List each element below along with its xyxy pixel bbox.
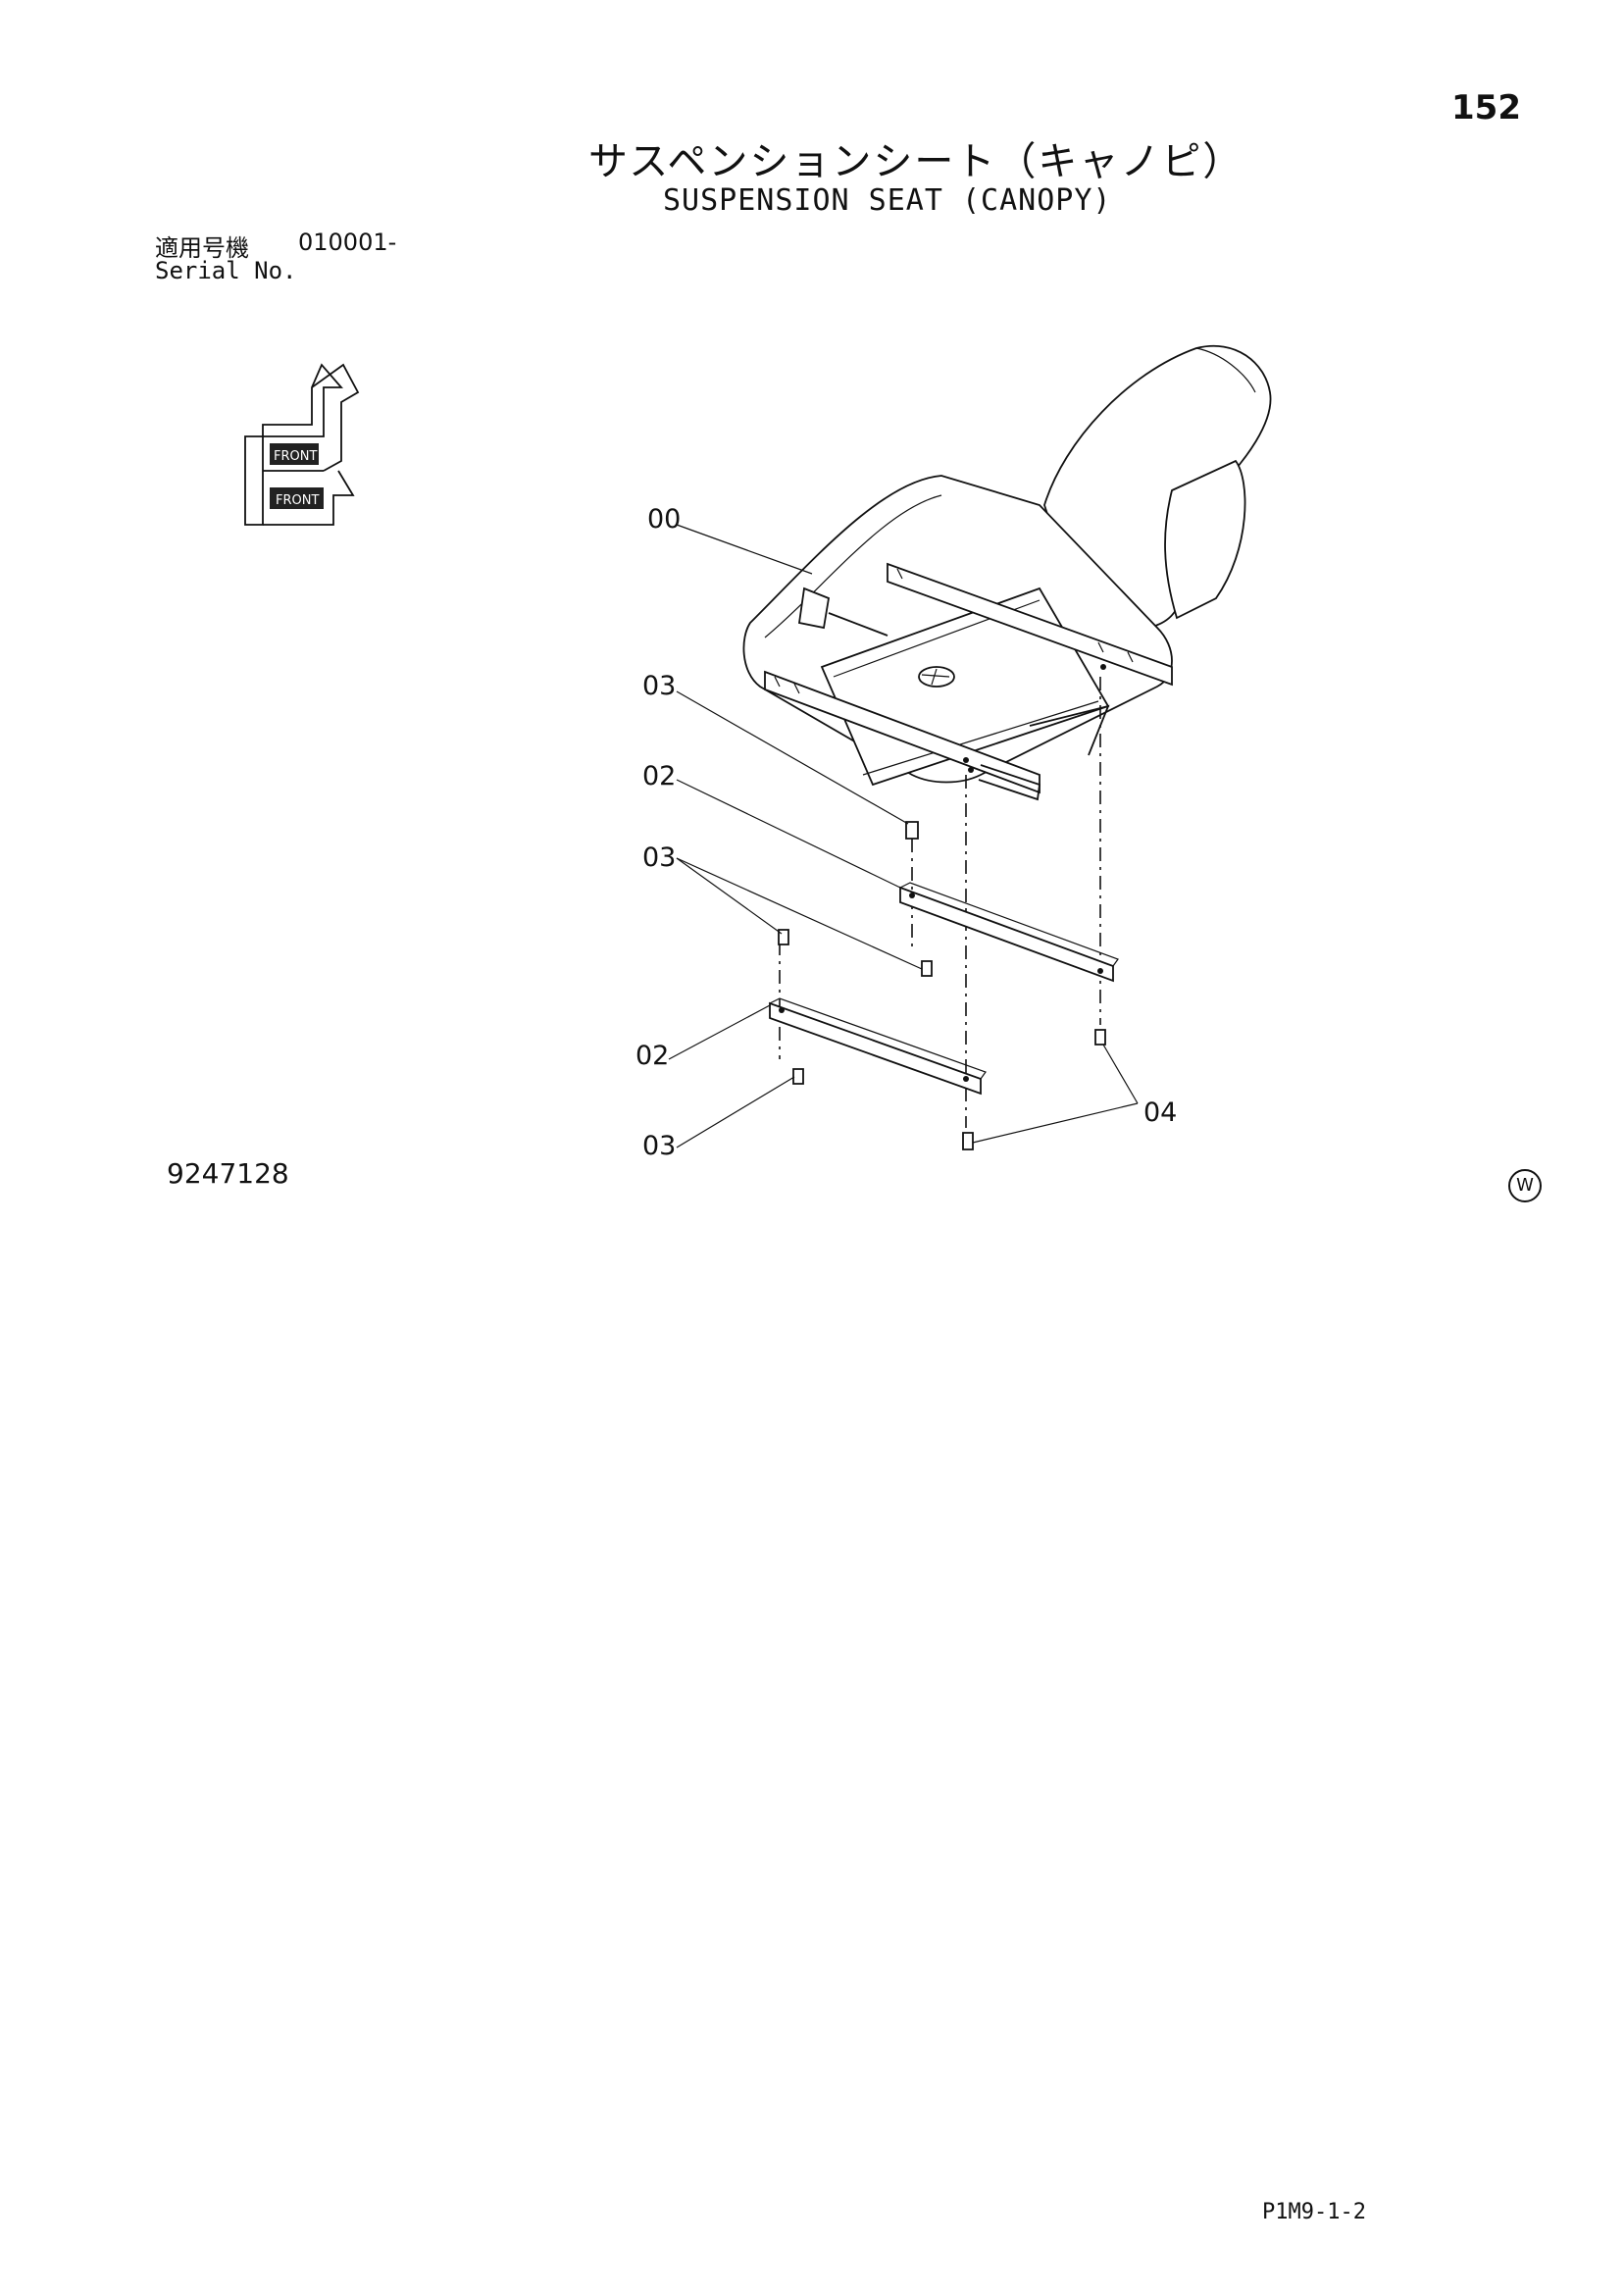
callout-03-mid: 03 (642, 842, 676, 873)
w-mark: W (1508, 1169, 1542, 1202)
orientation-label-2: FRONT (276, 493, 319, 508)
exploded-parts-diagram: FRONT FRONT (244, 344, 1272, 1161)
callout-00: 00 (647, 504, 681, 535)
page-number: 152 (1451, 88, 1521, 128)
footer-code: P1M9-1-2 (1262, 2200, 1366, 2224)
leader-03-mid-right (676, 857, 923, 970)
serial-label-japanese: 適用号機 (155, 234, 249, 262)
drawing-number: 9247128 (167, 1157, 289, 1190)
page-title-english: SUSPENSION SEAT (CANOPY) (663, 183, 1112, 218)
leader-02-bottom (668, 1004, 771, 1060)
page-title-japanese: サスペンションシート（キャノピ） (588, 139, 1244, 184)
bolts (962, 1029, 1106, 1150)
leader-03-top (676, 690, 909, 825)
leader-03-bottom (676, 1076, 795, 1148)
orientation-icon: FRONT FRONT (244, 363, 360, 526)
bracket-upper (899, 882, 1119, 983)
leader-03-mid-left (676, 857, 783, 935)
leader-00 (676, 524, 813, 575)
orientation-label-1: FRONT (274, 449, 317, 464)
callout-04: 04 (1143, 1097, 1177, 1128)
leader-02-top (676, 779, 901, 889)
nuts (778, 821, 933, 1085)
callout-02-bottom: 02 (635, 1041, 669, 1071)
bracket-lower (769, 997, 987, 1096)
callout-03-top: 03 (642, 671, 676, 701)
serial-number-value: 010001- (298, 229, 397, 256)
callout-02-top: 02 (642, 761, 676, 791)
seat-assembly (742, 344, 1272, 801)
serial-label-english: Serial No. (155, 257, 297, 284)
leader-04-rear (1102, 1044, 1139, 1104)
callout-03-bottom: 03 (642, 1131, 676, 1161)
leader-04-front (972, 1102, 1139, 1144)
